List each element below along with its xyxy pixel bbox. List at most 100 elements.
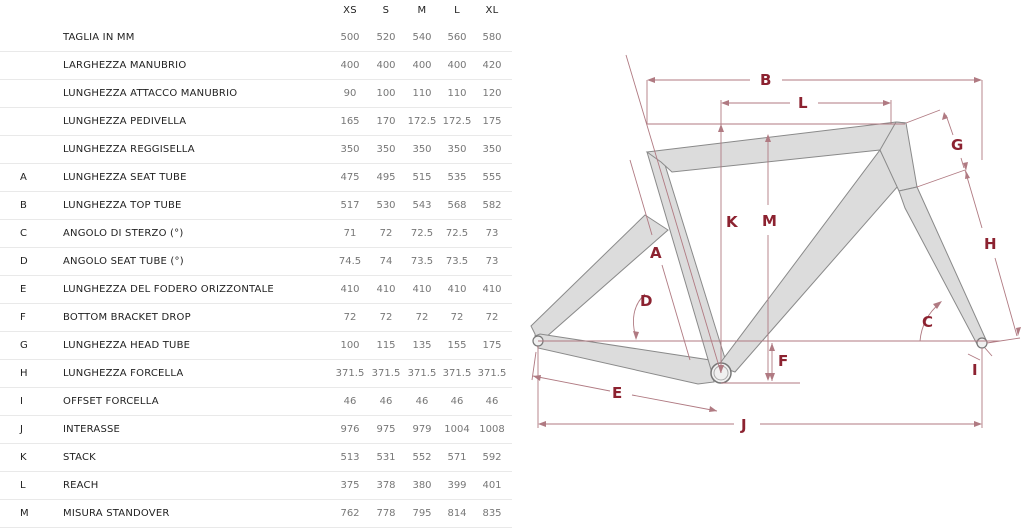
row-value-s: 46	[379, 396, 393, 407]
row-value-s: 531	[376, 452, 396, 463]
row-value-l: 535	[447, 172, 467, 183]
dimension-labels: B L K M A D F E J G H C I	[612, 71, 997, 434]
front-dropout	[976, 337, 988, 349]
row-value-s: 975	[376, 424, 396, 435]
row-value-xs: 517	[340, 200, 360, 211]
bike-frame	[530, 121, 988, 385]
row-value-m: 73.5	[410, 256, 434, 267]
row-value-l: 571	[447, 452, 467, 463]
row-label: LUNGHEZZA TOP TUBE	[63, 200, 182, 211]
size-header-xs: XS	[343, 5, 357, 16]
row-value-xl: 580	[482, 32, 502, 43]
row-value-xl: 350	[482, 144, 502, 155]
row-label: TAGLIA IN MM	[63, 32, 135, 43]
row-value-xl: 420	[482, 60, 502, 71]
row-value-s: 100	[376, 88, 396, 99]
row-value-l: 110	[447, 88, 467, 99]
label-e: E	[612, 384, 622, 402]
row-value-l: 172.5	[442, 116, 472, 127]
row-value-xl: 120	[482, 88, 502, 99]
size-header-s: S	[382, 5, 390, 16]
row-label: LUNGHEZZA HEAD TUBE	[63, 340, 191, 351]
row-value-m: 172.5	[407, 116, 437, 127]
row-value-xs: 475	[340, 172, 360, 183]
label-k: K	[726, 213, 739, 231]
row-label: STACK	[63, 452, 96, 463]
row-value-m: 540	[412, 32, 432, 43]
row-value-m: 979	[412, 424, 432, 435]
row-value-xl: 73	[485, 256, 499, 267]
row-value-s: 410	[376, 284, 396, 295]
label-c: C	[922, 313, 933, 331]
row-code: K	[20, 452, 27, 463]
row-value-m: 72.5	[410, 228, 434, 239]
row-label: BOTTOM BRACKET DROP	[63, 312, 191, 323]
label-i: I	[972, 361, 978, 379]
row-value-s: 371.5	[371, 368, 401, 379]
row-value-xl: 401	[482, 480, 502, 491]
row-label: OFFSET FORCELLA	[63, 396, 159, 407]
row-value-m: 515	[412, 172, 432, 183]
row-value-xl: 555	[482, 172, 502, 183]
row-value-xs: 400	[340, 60, 360, 71]
row-value-xs: 762	[340, 508, 360, 519]
row-value-l: 46	[450, 396, 464, 407]
row-value-l: 399	[447, 480, 467, 491]
row-label: LUNGHEZZA DEL FODERO ORIZZONTALE	[63, 284, 274, 295]
row-value-xl: 46	[485, 396, 499, 407]
row-value-m: 552	[412, 452, 432, 463]
row-value-xl: 175	[482, 340, 502, 351]
row-value-xs: 71	[343, 228, 357, 239]
row-value-xs: 100	[340, 340, 360, 351]
row-label: ANGOLO SEAT TUBE (°)	[63, 256, 184, 267]
row-value-s: 350	[376, 144, 396, 155]
row-value-xs: 165	[340, 116, 360, 127]
row-value-m: 400	[412, 60, 432, 71]
row-value-xl: 410	[482, 284, 502, 295]
seat-tube	[646, 151, 729, 374]
row-label: REACH	[63, 480, 99, 491]
row-value-m: 380	[412, 480, 432, 491]
label-d: D	[640, 292, 652, 310]
row-code: M	[20, 508, 29, 519]
row-value-s: 72	[379, 228, 393, 239]
row-code: J	[20, 424, 23, 435]
row-value-xs: 74.5	[338, 256, 362, 267]
row-value-l: 72.5	[445, 228, 469, 239]
row-value-s: 378	[376, 480, 396, 491]
row-code: B	[20, 200, 27, 211]
row-value-xl: 582	[482, 200, 502, 211]
row-code: H	[20, 368, 28, 379]
row-value-xs: 46	[343, 396, 357, 407]
row-value-m: 371.5	[407, 368, 437, 379]
row-label: LUNGHEZZA REGGISELLA	[63, 144, 195, 155]
row-value-s: 520	[376, 32, 396, 43]
size-header-l: L	[454, 5, 460, 16]
row-value-xs: 375	[340, 480, 360, 491]
row-value-xl: 592	[482, 452, 502, 463]
frame-geometry-diagram: B L K M A D F E J G H C I	[530, 54, 1021, 434]
top-tube	[645, 121, 907, 173]
chain-stay	[534, 333, 715, 385]
row-value-s: 170	[376, 116, 396, 127]
row-value-l: 560	[447, 32, 467, 43]
row-value-s: 72	[379, 312, 393, 323]
row-value-l: 410	[447, 284, 467, 295]
row-value-l: 400	[447, 60, 467, 71]
row-value-xs: 410	[340, 284, 360, 295]
row-value-xl: 371.5	[477, 368, 507, 379]
row-value-s: 400	[376, 60, 396, 71]
